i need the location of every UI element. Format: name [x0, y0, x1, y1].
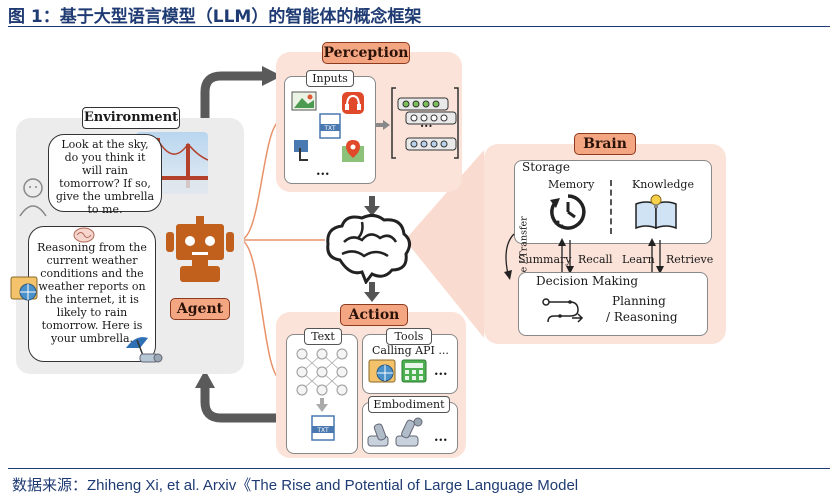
source-caption: 数据来源：Zhiheng Xi, et al. Arxiv《The Rise a…	[12, 477, 579, 494]
brain-focus-wedge	[405, 150, 484, 338]
agent-answer-bubble: Reasoning from the current weather condi…	[28, 226, 156, 362]
agent-to-action-link	[239, 239, 283, 381]
summary-label: Summary	[518, 253, 572, 266]
perception-to-brain-arrowhead	[364, 206, 380, 216]
inputs-ellipsis: ...	[316, 164, 330, 179]
agent-to-perception-link	[239, 119, 283, 241]
environment-title: Environment	[82, 107, 180, 129]
perception-to-brain-shaft	[369, 196, 375, 208]
memory-clock-icon	[550, 194, 586, 230]
brain-to-action-shaft	[369, 282, 375, 294]
knowledge-book-icon	[635, 194, 677, 230]
action-title: Action	[340, 304, 408, 326]
robot-arm-umbrella-icon	[126, 337, 163, 363]
action-to-env-arrowhead	[195, 370, 215, 388]
storage-divider	[610, 180, 612, 234]
learn-label: Learn	[622, 253, 655, 266]
map-pin-icon	[342, 140, 364, 162]
tool-icons	[368, 359, 427, 383]
svg-text:TXT: TXT	[323, 125, 336, 132]
embodiment-ellipsis: ...	[434, 430, 448, 445]
token-ellipsis: ...	[420, 116, 433, 130]
touch-icon	[294, 140, 308, 161]
image-icon	[291, 91, 317, 111]
embodiment-label: Embodiment	[368, 396, 450, 413]
user-question-bubble: Look at the sky, do you think it will ra…	[48, 134, 162, 216]
user-question-text: Look at the sky, do you think it will ra…	[55, 138, 155, 216]
brain-to-action-arrowhead	[364, 292, 380, 302]
svg-text:TXT: TXT	[316, 427, 329, 434]
text-generation-network-icon: TXT	[296, 348, 348, 441]
memory-label: Memory	[548, 178, 595, 191]
calling-api-label: Calling API ...	[372, 344, 449, 357]
source-rule	[8, 468, 830, 469]
title-rule	[8, 26, 830, 27]
inputs-icon-grid: TXT	[291, 91, 364, 162]
retrieve-label: Retrieve	[666, 253, 714, 266]
planning-label: Planning	[612, 294, 666, 308]
reasoning-label: / Reasoning	[606, 310, 678, 324]
small-brain-icon	[73, 227, 95, 243]
env-to-perception-arrowhead	[262, 66, 282, 86]
storage-box	[514, 160, 712, 244]
web-browser-icon	[10, 276, 38, 301]
text-output-label: Text	[304, 328, 342, 345]
text-file-icon: TXT	[319, 113, 341, 139]
central-brain-icon	[326, 213, 411, 284]
knowledge-label: Knowledge	[632, 178, 694, 191]
action-to-env-arrow	[200, 384, 276, 423]
env-to-perception-arrow	[200, 71, 266, 118]
planning-path-icon	[542, 298, 584, 323]
storage-decision-arrows	[558, 238, 664, 274]
storage-label: Storage	[522, 160, 570, 174]
agent-robot-icon	[166, 216, 234, 282]
browser-tool-icon	[368, 359, 396, 383]
inputs-label: Inputs	[306, 70, 354, 87]
token-vectors	[391, 87, 459, 159]
robot-arm-icon	[367, 417, 423, 447]
recall-label: Recall	[578, 253, 613, 266]
generalize-transfer-arrow	[504, 233, 515, 280]
tools-label: Tools	[386, 328, 432, 345]
decision-making-label: Decision Making	[536, 274, 639, 288]
perception-title: Perception	[322, 42, 410, 64]
audio-icon	[342, 92, 364, 114]
calculator-tool-icon	[401, 359, 427, 383]
decision-making-box	[518, 272, 708, 336]
figure-title: 图 1：基于大型语言模型（LLM）的智能体的概念框架	[8, 7, 422, 27]
brain-title: Brain	[574, 133, 636, 155]
agent-title: Agent	[170, 298, 230, 320]
user-person-icon	[19, 178, 47, 217]
agent-answer-text: Reasoning from the current weather condi…	[37, 241, 147, 345]
tools-ellipsis: ...	[434, 364, 448, 379]
inputs-to-tokens-arrow	[376, 120, 390, 130]
